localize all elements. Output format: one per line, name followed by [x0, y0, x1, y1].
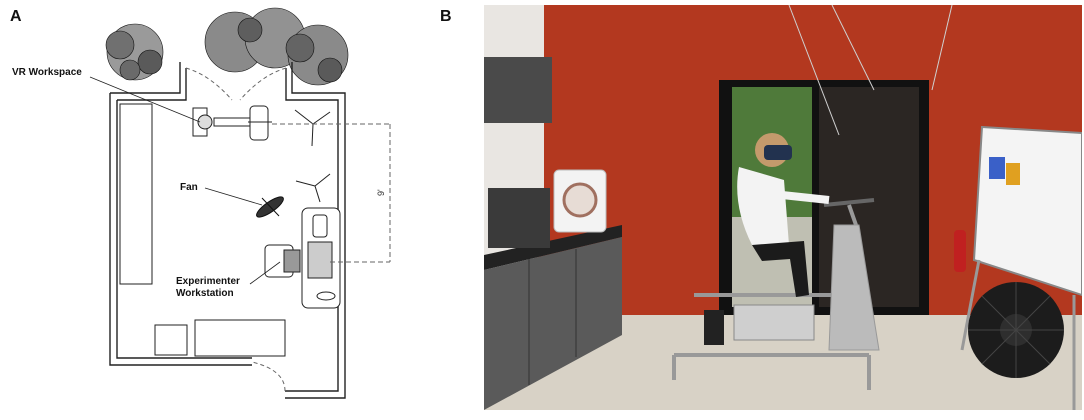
panel-a-letter: A: [10, 8, 22, 25]
floor-plan-drawing: 9' VR Workspace Fan Experimenter Worksta…: [12, 7, 391, 399]
vr-headset-icon: [764, 145, 792, 160]
cabinet-large: [194, 319, 286, 357]
lab-photo-illustration: [484, 5, 1082, 410]
coffee-machine: [488, 188, 550, 248]
floor-plan-panel: 9' VR Workspace Fan Experimenter Worksta…: [0, 0, 470, 415]
experimenter-desk: [264, 207, 341, 309]
fan-symbol: [256, 196, 284, 218]
fan-label: Fan: [180, 182, 198, 193]
whiteboard-icon: [960, 125, 1082, 410]
lower-cabinets: [484, 237, 622, 410]
experimenter-label-line1: Experimenter: [176, 276, 240, 287]
vr-workspace-label: VR Workspace: [12, 67, 82, 78]
rider: [737, 133, 830, 297]
cabinet-doors: [528, 249, 577, 385]
cabinet-small: [154, 324, 188, 356]
tracker-stand-1: [294, 109, 331, 147]
upper-cabinet: [484, 57, 552, 123]
exercise-bike-icon: [672, 198, 880, 390]
lab-photo-panel: [484, 5, 1082, 410]
fan-icon: [968, 282, 1064, 378]
dimension-label: 9': [376, 189, 386, 196]
dimension-line: [272, 123, 391, 263]
bike-wheels: [733, 304, 815, 341]
air-purifier-icon: [553, 169, 607, 233]
bike-motor-box: [704, 310, 724, 345]
counter-left: [119, 103, 153, 285]
counter-top: [484, 225, 622, 270]
shrub-right: [204, 7, 349, 86]
room-walls: [109, 62, 346, 399]
panel-b-letter: B: [440, 8, 452, 25]
ceiling-cables: [788, 5, 953, 136]
experimenter-label-line2: Workstation: [176, 288, 234, 299]
tracker-stand-2: [295, 173, 331, 203]
fire-extinguisher-icon: [954, 230, 966, 272]
shrub-left: [105, 23, 164, 81]
floor: [484, 305, 1082, 410]
vr-bike: [192, 105, 272, 141]
door-swings: [185, 67, 287, 392]
